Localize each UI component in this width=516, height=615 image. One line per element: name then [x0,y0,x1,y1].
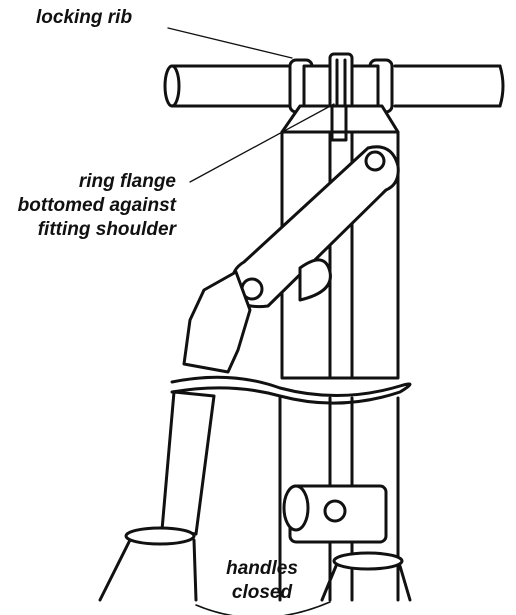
ring-flange-label: ring flange bottomed against fitting sho… [18,170,176,242]
pipe-left [163,64,297,108]
pipe-right [393,64,505,108]
lower-pivot [323,499,347,523]
left-grip-ring [124,526,196,546]
ring-flange-line-2: bottomed against [17,195,176,216]
right-grip-ring [332,551,404,571]
handles-line-2: closed [231,582,293,603]
handles-line-1: handles [226,558,298,579]
handles-closed-label: handles closed [212,557,312,605]
ring-flange-line-1: ring flange [78,171,176,192]
closed-arc [195,601,331,615]
left-handle-upper [182,270,252,374]
callout-locking [167,27,293,59]
locking-rib-label: locking rib [36,7,133,28]
ring-flange-line-3: fitting shoulder [37,219,176,240]
break-line [170,375,412,405]
left-handle-lower [160,390,216,536]
callout-ring [189,103,335,183]
